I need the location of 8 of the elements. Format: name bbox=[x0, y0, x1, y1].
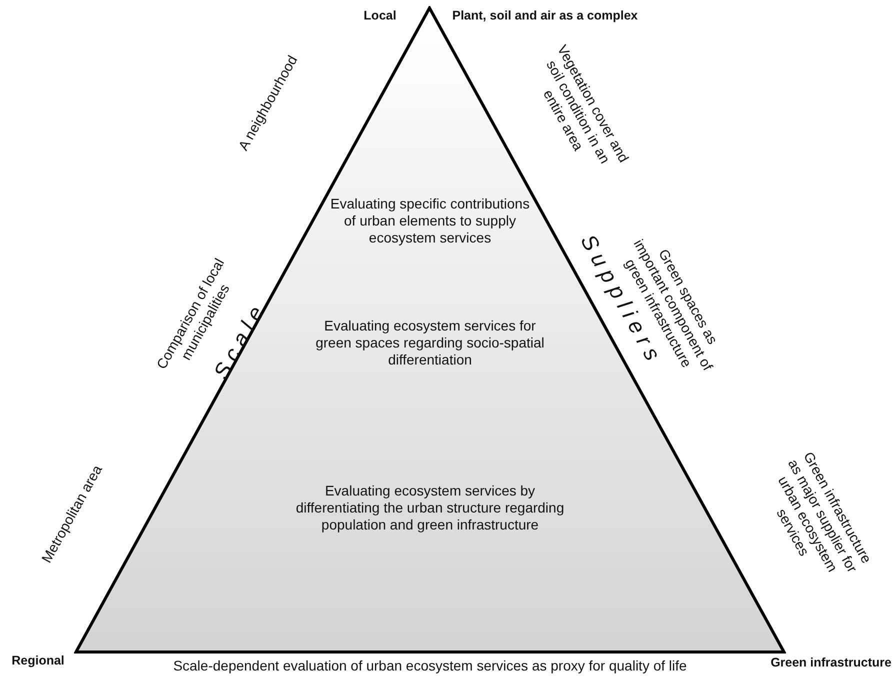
corner-label: Local bbox=[364, 8, 396, 24]
caption: Scale-dependent evaluation of urban ecosystem services as proxy for quality of life bbox=[173, 658, 687, 674]
corner-label: Plant, soil and air as a complex bbox=[452, 8, 638, 24]
triangle-text: Evaluating specific contributions of urban elements to supply ecosystem services bbox=[330, 196, 530, 246]
triangle-text: Evaluating ecosystem services by differentiating the urban structure regarding population and green infrastructure bbox=[294, 482, 566, 534]
corner-label: Regional bbox=[12, 652, 64, 670]
triangle-text: Evaluating ecosystem services for green spaces regarding socio-spatial differentiation bbox=[314, 318, 546, 368]
corner-label: Green infrastructure bbox=[770, 654, 892, 672]
